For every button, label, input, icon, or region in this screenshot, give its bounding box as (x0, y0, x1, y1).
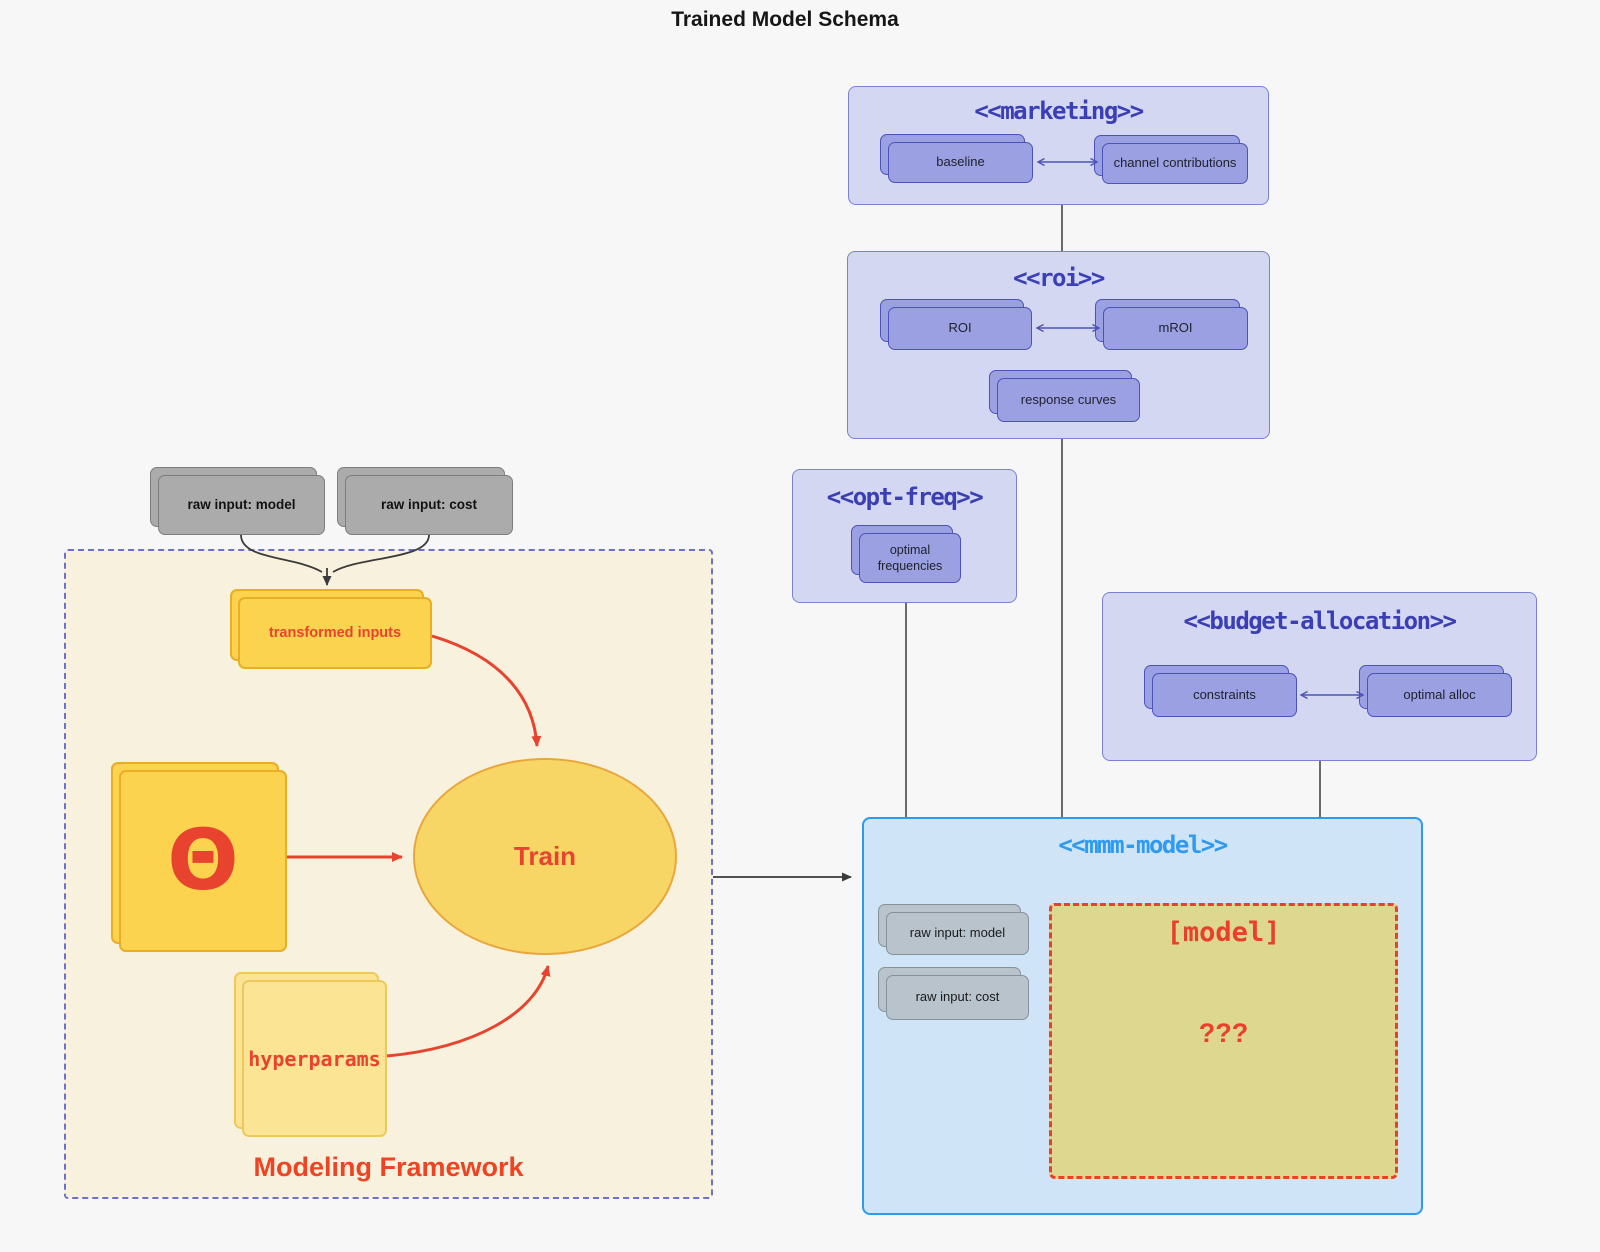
node-transformed-inputs: transformed inputs (230, 589, 432, 669)
node-mmm-raw-input-cost-label: raw input: cost (886, 975, 1029, 1020)
node-transformed-inputs-label: transformed inputs (238, 597, 432, 669)
node-optimal-frequencies: optimal frequencies (851, 525, 961, 583)
node-channel-contributions-label: channel contributions (1102, 143, 1248, 184)
node-mmm-raw-input-model-label: raw input: model (886, 912, 1029, 955)
node-optimal-alloc: optimal alloc (1359, 665, 1512, 717)
node-raw-input-cost-label: raw input: cost (345, 475, 513, 535)
node-baseline: baseline (880, 134, 1033, 183)
node-baseline-label: baseline (888, 142, 1033, 183)
node-response-curves: response curves (989, 370, 1140, 422)
node-train-label: Train (513, 841, 577, 871)
node-constraints-label: constraints (1152, 673, 1297, 717)
budget-allocation-title: <<budget-allocation>> (1183, 607, 1457, 635)
node-channel-contributions: channel contributions (1094, 135, 1248, 184)
node-mroi-label: mROI (1103, 307, 1248, 350)
node-response-curves-label: response curves (997, 378, 1140, 422)
node-theta-label: Θ (119, 770, 287, 952)
node-constraints: constraints (1144, 665, 1297, 717)
node-mmm-raw-input-model: raw input: model (878, 904, 1029, 955)
node-optimal-frequencies-label: optimal frequencies (859, 533, 961, 583)
node-roi: ROI (880, 299, 1032, 350)
model-unknown-label: ??? (1198, 1018, 1249, 1048)
node-optimal-alloc-label: optimal alloc (1367, 673, 1512, 717)
node-roi-label: ROI (888, 307, 1032, 350)
model-placeholder-label: [model] (1166, 917, 1281, 948)
modeling-framework-label: Modeling Framework (253, 1152, 524, 1182)
mmm-model-title: <<mmm-model>> (1058, 831, 1228, 859)
node-mmm-raw-input-cost: raw input: cost (878, 967, 1029, 1020)
model-placeholder-box: [model] ??? (1049, 903, 1398, 1179)
node-raw-input-cost: raw input: cost (337, 467, 513, 535)
roi-title: <<roi>> (1013, 264, 1105, 292)
node-hyperparams-label: hyperparams (242, 980, 387, 1137)
node-theta: Θ (111, 762, 287, 952)
marketing-title: <<marketing>> (974, 97, 1144, 125)
opt-freq-title: <<opt-freq>> (826, 483, 984, 511)
node-hyperparams: hyperparams (234, 972, 387, 1137)
node-train: Train (413, 758, 677, 955)
page-title: Trained Model Schema (671, 8, 899, 31)
node-mroi: mROI (1095, 299, 1248, 350)
node-raw-input-model: raw input: model (150, 467, 325, 535)
node-raw-input-model-label: raw input: model (158, 475, 325, 535)
